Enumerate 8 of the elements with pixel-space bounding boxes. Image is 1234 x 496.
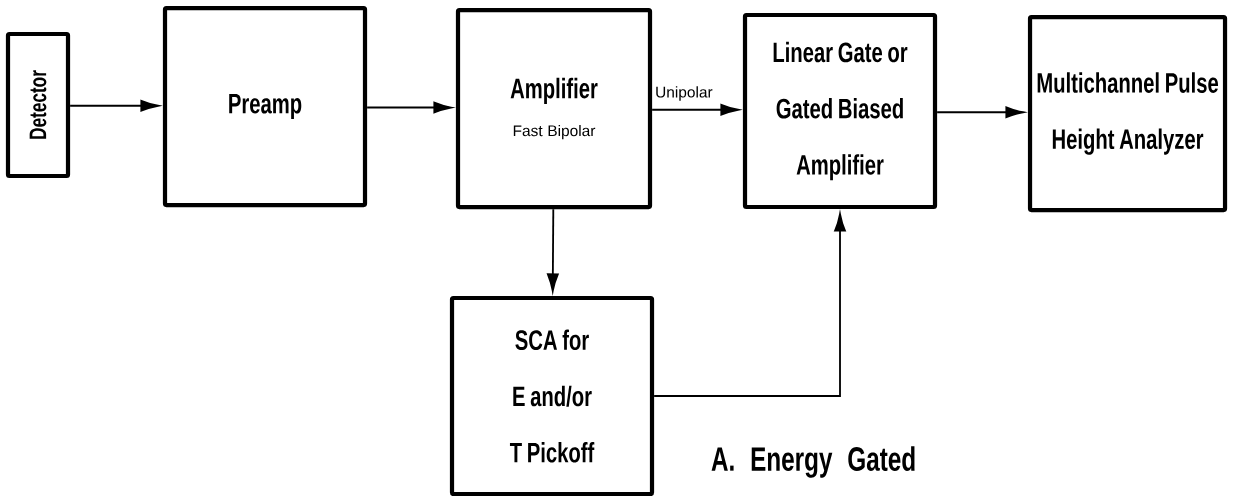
detector-box: Detector <box>5 31 71 179</box>
process-box: Multichannel Pulse Height Analyzer <box>1027 14 1228 213</box>
caption: A. Energy Gated <box>711 446 915 478</box>
edge-label: Unipolar <box>653 84 715 103</box>
process-box: SCA for E and/or T Pickoff <box>449 295 655 496</box>
process-box: Linear Gate or Gated Biased Amplifier <box>742 12 938 210</box>
process-box: Preamp <box>162 5 368 208</box>
process-box: Amplifier Fast Bipolar <box>455 7 653 210</box>
